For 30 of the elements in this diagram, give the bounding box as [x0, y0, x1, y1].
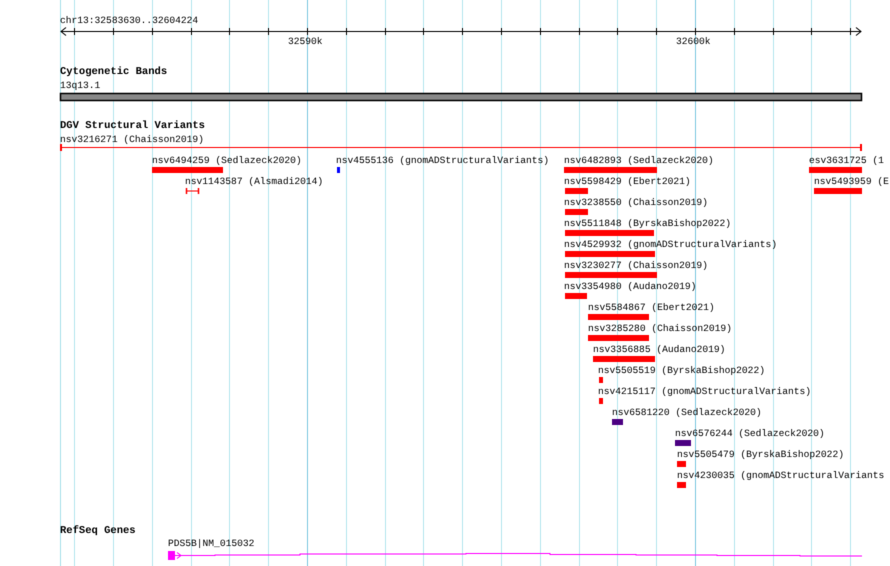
- variant-label: nsv4529932 (gnomADStructuralVariants): [564, 239, 778, 250]
- variant-label: nsv3285280 (Chaisson2019): [588, 323, 732, 334]
- gene-label: PDS5B|NM_015032: [168, 538, 254, 549]
- variant-label: nsv3354980 (Audano2019): [564, 281, 696, 292]
- variant-label: nsv6494259 (Sedlazeck2020): [152, 155, 302, 166]
- variant-label: nsv4230035 (gnomADStructuralVariants: [677, 470, 884, 481]
- track-title: RefSeq Genes: [60, 526, 136, 537]
- scale-tick-label: 32600k: [676, 36, 711, 47]
- scale-tick-label: 32590k: [288, 36, 323, 47]
- variant-label: nsv6581220 (Sedlazeck2020): [612, 407, 762, 418]
- variant-label: nsv5511848 (ByrskaBishop2022): [564, 218, 731, 229]
- variant-label: nsv3230277 (Chaisson2019): [564, 260, 708, 271]
- variant-label: nsv5505519 (ByrskaBishop2022): [598, 365, 765, 376]
- variant-label: nsv5598429 (Ebert2021): [564, 176, 691, 187]
- track-title: Cytogenetic Bands: [60, 67, 168, 78]
- variant-label: nsv1143587 (Alsmadi2014): [185, 176, 324, 187]
- variant-label: esv3631725 (1: [809, 155, 884, 166]
- track-title: DGV Structural Variants: [60, 121, 205, 132]
- band-label: 13q13.1: [60, 80, 100, 91]
- variant-label: nsv4555136 (gnomADStructuralVariants): [336, 155, 550, 166]
- location-label: chr13:32583630..32604224: [60, 15, 198, 26]
- variant-label: nsv3216271 (Chaisson2019): [60, 134, 204, 145]
- variant-label: nsv5493959 (E: [814, 176, 889, 187]
- variant-label: nsv4215117 (gnomADStructuralVariants): [598, 386, 812, 397]
- variant-label: nsv6482893 (Sedlazeck2020): [564, 155, 714, 166]
- variant-label: nsv6576244 (Sedlazeck2020): [675, 428, 825, 439]
- variant-label: nsv5505479 (ByrskaBishop2022): [677, 449, 844, 460]
- variant-label: nsv5584867 (Ebert2021): [588, 302, 715, 313]
- variant-label: nsv3238550 (Chaisson2019): [564, 197, 708, 208]
- variant-label: nsv3356885 (Audano2019): [593, 344, 726, 355]
